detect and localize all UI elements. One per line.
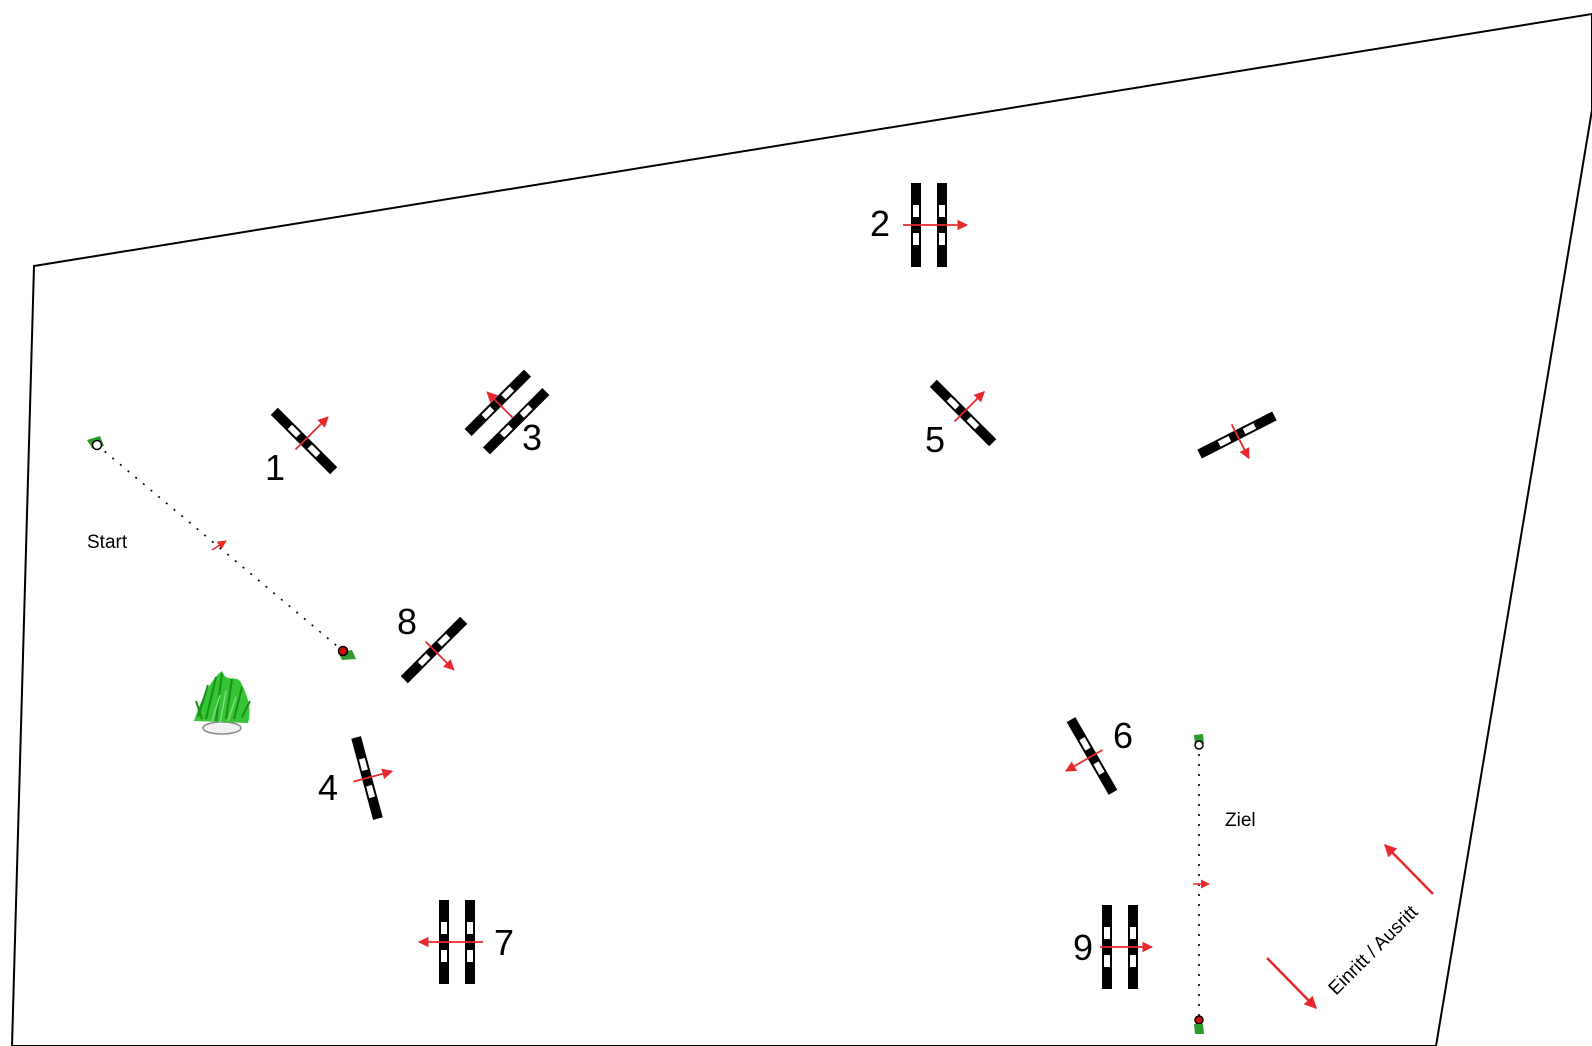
obstacle-rail-stripe (1079, 737, 1091, 751)
start-flag-left-icon (87, 436, 104, 451)
obstacle-number-9: 9 (1073, 927, 1093, 968)
direction-arrow-icon (953, 391, 985, 423)
obstacle-rail (482, 387, 550, 455)
obstacle-1 (270, 407, 338, 475)
obstacle-rail-stripe (966, 416, 980, 430)
obstacle-rail-stripe (913, 233, 919, 245)
obstacle-6 (1065, 717, 1118, 795)
obstacle-3 (464, 369, 550, 455)
obstacle-number-8: 8 (397, 601, 417, 642)
finish-line (1193, 734, 1210, 1034)
obstacle-rail-stripe (1130, 927, 1136, 939)
obstacle-number-5: 5 (925, 419, 945, 460)
obstacle-rail-stripe (307, 444, 321, 458)
obstacle-rail-stripe (1104, 955, 1110, 967)
entrance-exit-arrows (1266, 844, 1434, 1009)
obstacle-rail-stripe (441, 950, 447, 962)
entrance-exit-label: Einritt / Ausritt (1325, 901, 1423, 999)
obstacle-7 (417, 900, 483, 984)
obstacle-rail-stripe (1130, 955, 1136, 967)
arena-boundary (10, 12, 1592, 1046)
obstacle-number-7: 7 (494, 922, 514, 963)
obstacle-rail-stripe (913, 205, 919, 217)
obstacle-rail-stripe (1093, 761, 1105, 775)
start-flag-right-icon (337, 645, 356, 660)
obstacle-rail-stripe (946, 396, 960, 410)
obstacle-rail-stripe (437, 633, 451, 647)
obstacle-rail-stripe (467, 950, 473, 962)
obstacle-rail-stripe (1242, 423, 1257, 435)
obstacle-8 (400, 616, 468, 684)
obstacle-rail-stripe (939, 205, 945, 217)
finish-label: Ziel (1225, 810, 1256, 831)
direction-arrow-icon (1230, 423, 1250, 460)
obstacle-rail-stripe (499, 424, 513, 438)
plant-icon (194, 671, 251, 735)
obstacle-rail-stripe (441, 922, 447, 934)
obstacle-number-1: 1 (265, 447, 285, 488)
obstacle-5 (929, 379, 997, 447)
obstacle-rail-stripe (481, 406, 495, 420)
obstacle-number-3: 3 (522, 417, 542, 458)
obstacle-rail-stripe (501, 386, 515, 400)
obstacle-9 (1100, 905, 1154, 989)
start-line (87, 436, 356, 660)
obstacle-rail-stripe (1104, 927, 1110, 939)
obstacle-rail-stripe (1217, 435, 1232, 447)
obstacle-rail-stripe (467, 922, 473, 934)
direction-arrow-icon (353, 768, 394, 783)
direction-arrow-icon (1065, 749, 1103, 772)
obstacle-rail-stripe (287, 424, 301, 438)
start-label: Start (87, 532, 128, 553)
finish-flag-bottom-icon (1194, 1015, 1204, 1034)
direction-arrow-icon (294, 416, 329, 451)
obstacle-number-6: 6 (1113, 715, 1133, 756)
obstacle-4 (351, 736, 394, 820)
finish-flag-top-icon (1194, 734, 1204, 750)
obstacle-2 (903, 183, 969, 267)
direction-arrow-icon (486, 391, 514, 419)
obstacle-rail-stripe (519, 404, 533, 418)
obstacle-rail-stripe (939, 233, 945, 245)
obstacle-unnumbered (1197, 411, 1277, 460)
direction-arrow-icon (424, 640, 455, 671)
obstacle-number-4: 4 (318, 767, 338, 808)
obstacle-rail-stripe (417, 653, 431, 667)
obstacle-number-2: 2 (870, 203, 890, 244)
